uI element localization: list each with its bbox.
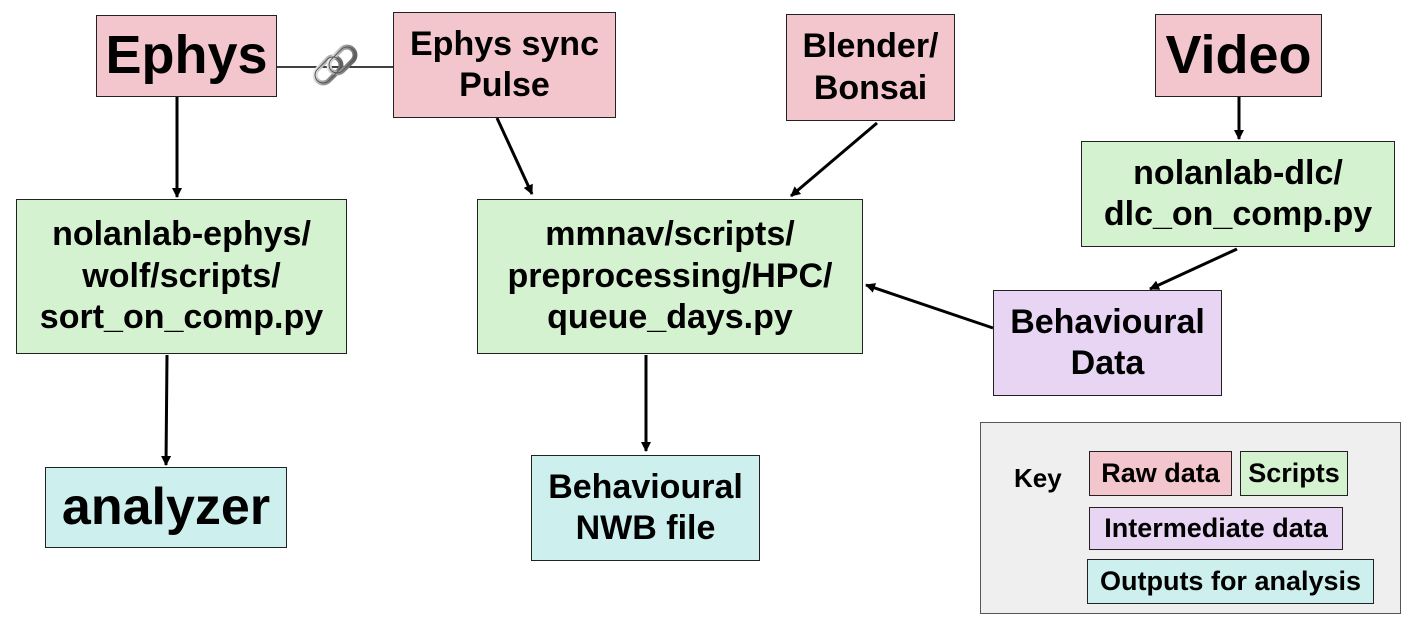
node-ephys-sync-pulse-label: Ephys sync Pulse [410,24,599,104]
arrow-sync-to-mmnav [495,117,534,195]
node-dlc-script-label: nolanlab-dlc/ dlc_on_comp.py [1103,153,1373,233]
node-blender-bonsai-label: Blender/ Bonsai [802,27,939,107]
legend-outputs-for-analysis-label: Outputs for analysis [1099,566,1362,596]
node-blender-bonsai: Blender/ Bonsai [786,14,955,121]
arrow-sort-script-to-analyzer [161,354,172,466]
node-behavioural-nwb-file-label: Behavioural NWB file [548,467,743,547]
node-ephys: Ephys [96,15,277,97]
legend-outputs-for-analysis: Outputs for analysis [1087,559,1374,604]
node-dlc-script: nolanlab-dlc/ dlc_on_comp.py [1081,141,1395,247]
node-mmnav-script-label: mmnav/scripts/ preprocessing/HPC/ queue_… [507,215,833,337]
node-analyzer-label: analyzer [61,477,271,536]
node-ephys-label: Ephys [105,25,268,86]
arrow-dlc-to-behavioural-data [1149,247,1238,291]
arrow-blender-to-mmnav [790,121,878,198]
legend-intermediate-data: Intermediate data [1089,507,1343,550]
node-ephys-sync-pulse: Ephys sync Pulse [393,12,616,118]
legend-intermediate-data-label: Intermediate data [1104,513,1328,543]
legend-raw-data-label: Raw data [1101,458,1220,488]
node-mmnav-script: mmnav/scripts/ preprocessing/HPC/ queue_… [477,199,863,354]
node-video-label: Video [1165,24,1312,85]
legend-scripts: Scripts [1240,451,1348,496]
chain-link-icon [312,44,358,86]
legend-key: Key Raw data Scripts Intermediate data O… [980,422,1401,614]
legend-raw-data: Raw data [1089,451,1232,496]
arrow-behavioural-data-to-mmnav [865,283,994,330]
node-behavioural-data-label: Behavioural Data [1010,302,1205,382]
node-sort-script-label: nolanlab-ephys/ wolf/scripts/ sort_on_co… [39,215,324,337]
legend-scripts-label: Scripts [1248,458,1340,488]
node-video: Video [1155,14,1322,97]
node-behavioural-data: Behavioural Data [993,290,1222,396]
node-sort-script: nolanlab-ephys/ wolf/scripts/ sort_on_co… [16,199,347,354]
node-analyzer: analyzer [45,467,287,548]
legend-title: Key [1014,463,1062,493]
node-behavioural-nwb-file: Behavioural NWB file [531,455,760,561]
